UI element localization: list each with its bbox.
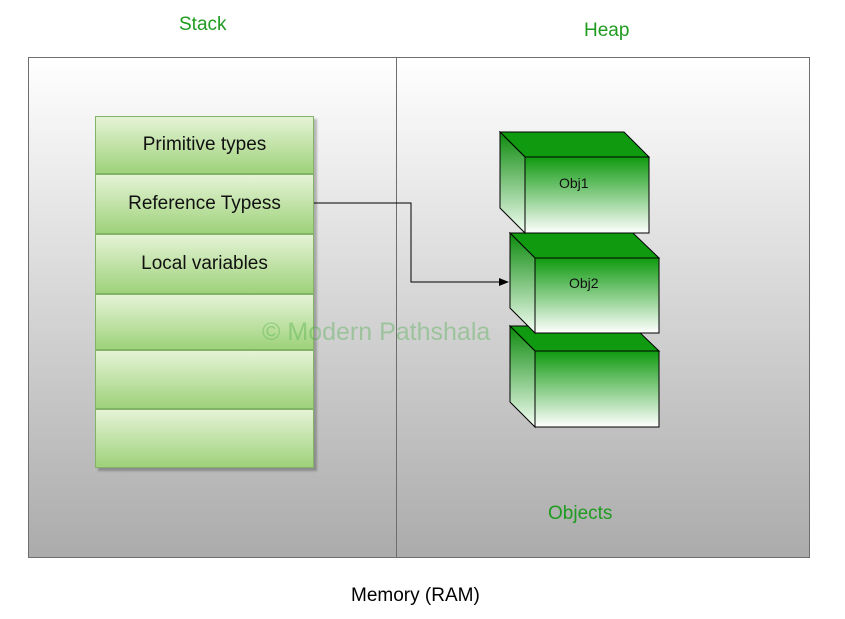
heap-object-obj1: Obj1 bbox=[498, 130, 651, 235]
heap-title: Heap bbox=[584, 20, 630, 41]
memory-ram-label: Memory (RAM) bbox=[351, 585, 480, 606]
stack-frame-primitive-types: Primitive types bbox=[95, 116, 314, 174]
heap-object-obj2: Obj2 bbox=[508, 231, 661, 335]
objects-label: Objects bbox=[548, 503, 613, 524]
stack-frame-empty-3 bbox=[95, 409, 314, 468]
stack-frame-local-variables: Local variables bbox=[95, 234, 314, 294]
watermark: © Modern Pathshala bbox=[262, 318, 491, 346]
heap-object-obj2-label: Obj2 bbox=[569, 275, 599, 291]
reference-arrow bbox=[314, 202, 509, 286]
stack-frame-empty-2 bbox=[95, 350, 314, 409]
stack-frame-reference-types: Reference Typess bbox=[95, 174, 314, 234]
heap-object-obj1-label: Obj1 bbox=[559, 175, 589, 191]
stack-title: Stack bbox=[179, 14, 227, 35]
heap-object-3 bbox=[508, 324, 661, 429]
stack-frame-empty-1 bbox=[95, 294, 314, 350]
